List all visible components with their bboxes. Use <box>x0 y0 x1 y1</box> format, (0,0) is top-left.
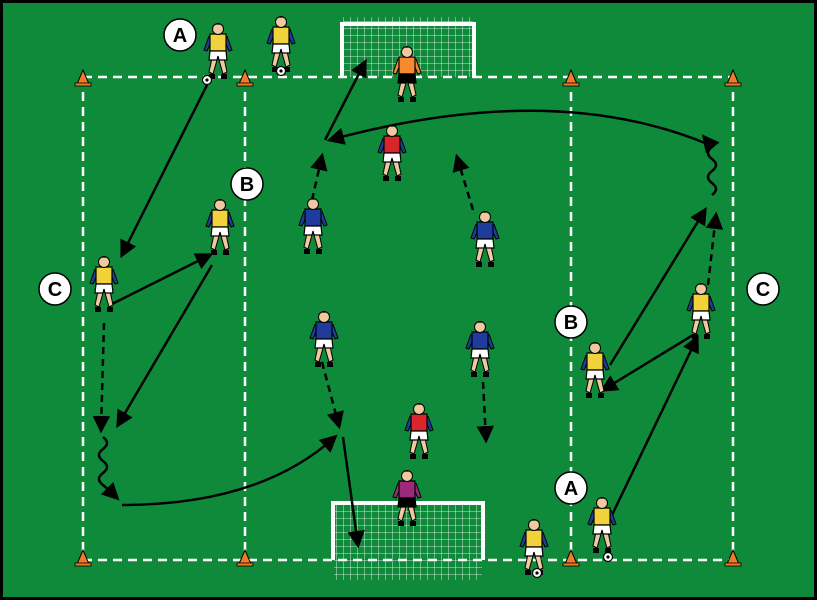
goalkeeper-top <box>392 46 422 102</box>
player-c-left <box>89 256 119 312</box>
ball-icon <box>602 551 614 563</box>
player-a-bottom-1 <box>587 497 617 553</box>
player-a-top-2 <box>266 16 296 72</box>
player-red-top <box>377 125 407 181</box>
cone-icon <box>562 68 580 87</box>
svg-text:A: A <box>564 478 578 500</box>
svg-text:B: B <box>240 174 254 196</box>
pass-arrows <box>109 58 707 549</box>
ball-icon <box>531 567 543 579</box>
cone-icon <box>724 68 742 87</box>
ball-icon <box>275 65 287 77</box>
run-arrows <box>92 152 724 444</box>
player-b-right <box>580 342 610 398</box>
label-a-top: A <box>163 18 197 52</box>
player-a-bottom-2 <box>519 519 549 575</box>
label-b-right: B <box>554 305 588 339</box>
cone-icon <box>74 548 92 567</box>
cone-icon <box>562 548 580 567</box>
goal-icon <box>331 501 485 580</box>
label-c-right: C <box>746 272 780 306</box>
player-c-right <box>686 283 716 339</box>
svg-text:B: B <box>564 312 578 334</box>
svg-text:C: C <box>48 279 62 301</box>
player-blue-1 <box>298 198 328 254</box>
player-b-left <box>205 199 235 255</box>
players <box>89 16 716 575</box>
player-red-bottom <box>404 403 434 459</box>
player-blue-3 <box>309 311 339 367</box>
field-markings <box>81 75 735 562</box>
player-a-top-1 <box>203 23 233 79</box>
cone-icon <box>236 68 254 87</box>
ball-icon <box>201 74 213 86</box>
label-a-bottom: A <box>554 471 588 505</box>
svg-text:C: C <box>756 279 770 301</box>
label-b-left: B <box>230 167 264 201</box>
label-c-left: C <box>38 272 72 306</box>
player-blue-2 <box>470 211 500 267</box>
cone-markers <box>74 68 742 567</box>
cone-icon <box>74 68 92 87</box>
goalkeeper-bottom <box>392 470 422 526</box>
cone-icon <box>724 548 742 567</box>
svg-text:A: A <box>173 25 187 47</box>
player-blue-4 <box>465 321 495 377</box>
dribble-arrows <box>97 134 720 501</box>
cone-icon <box>236 548 254 567</box>
